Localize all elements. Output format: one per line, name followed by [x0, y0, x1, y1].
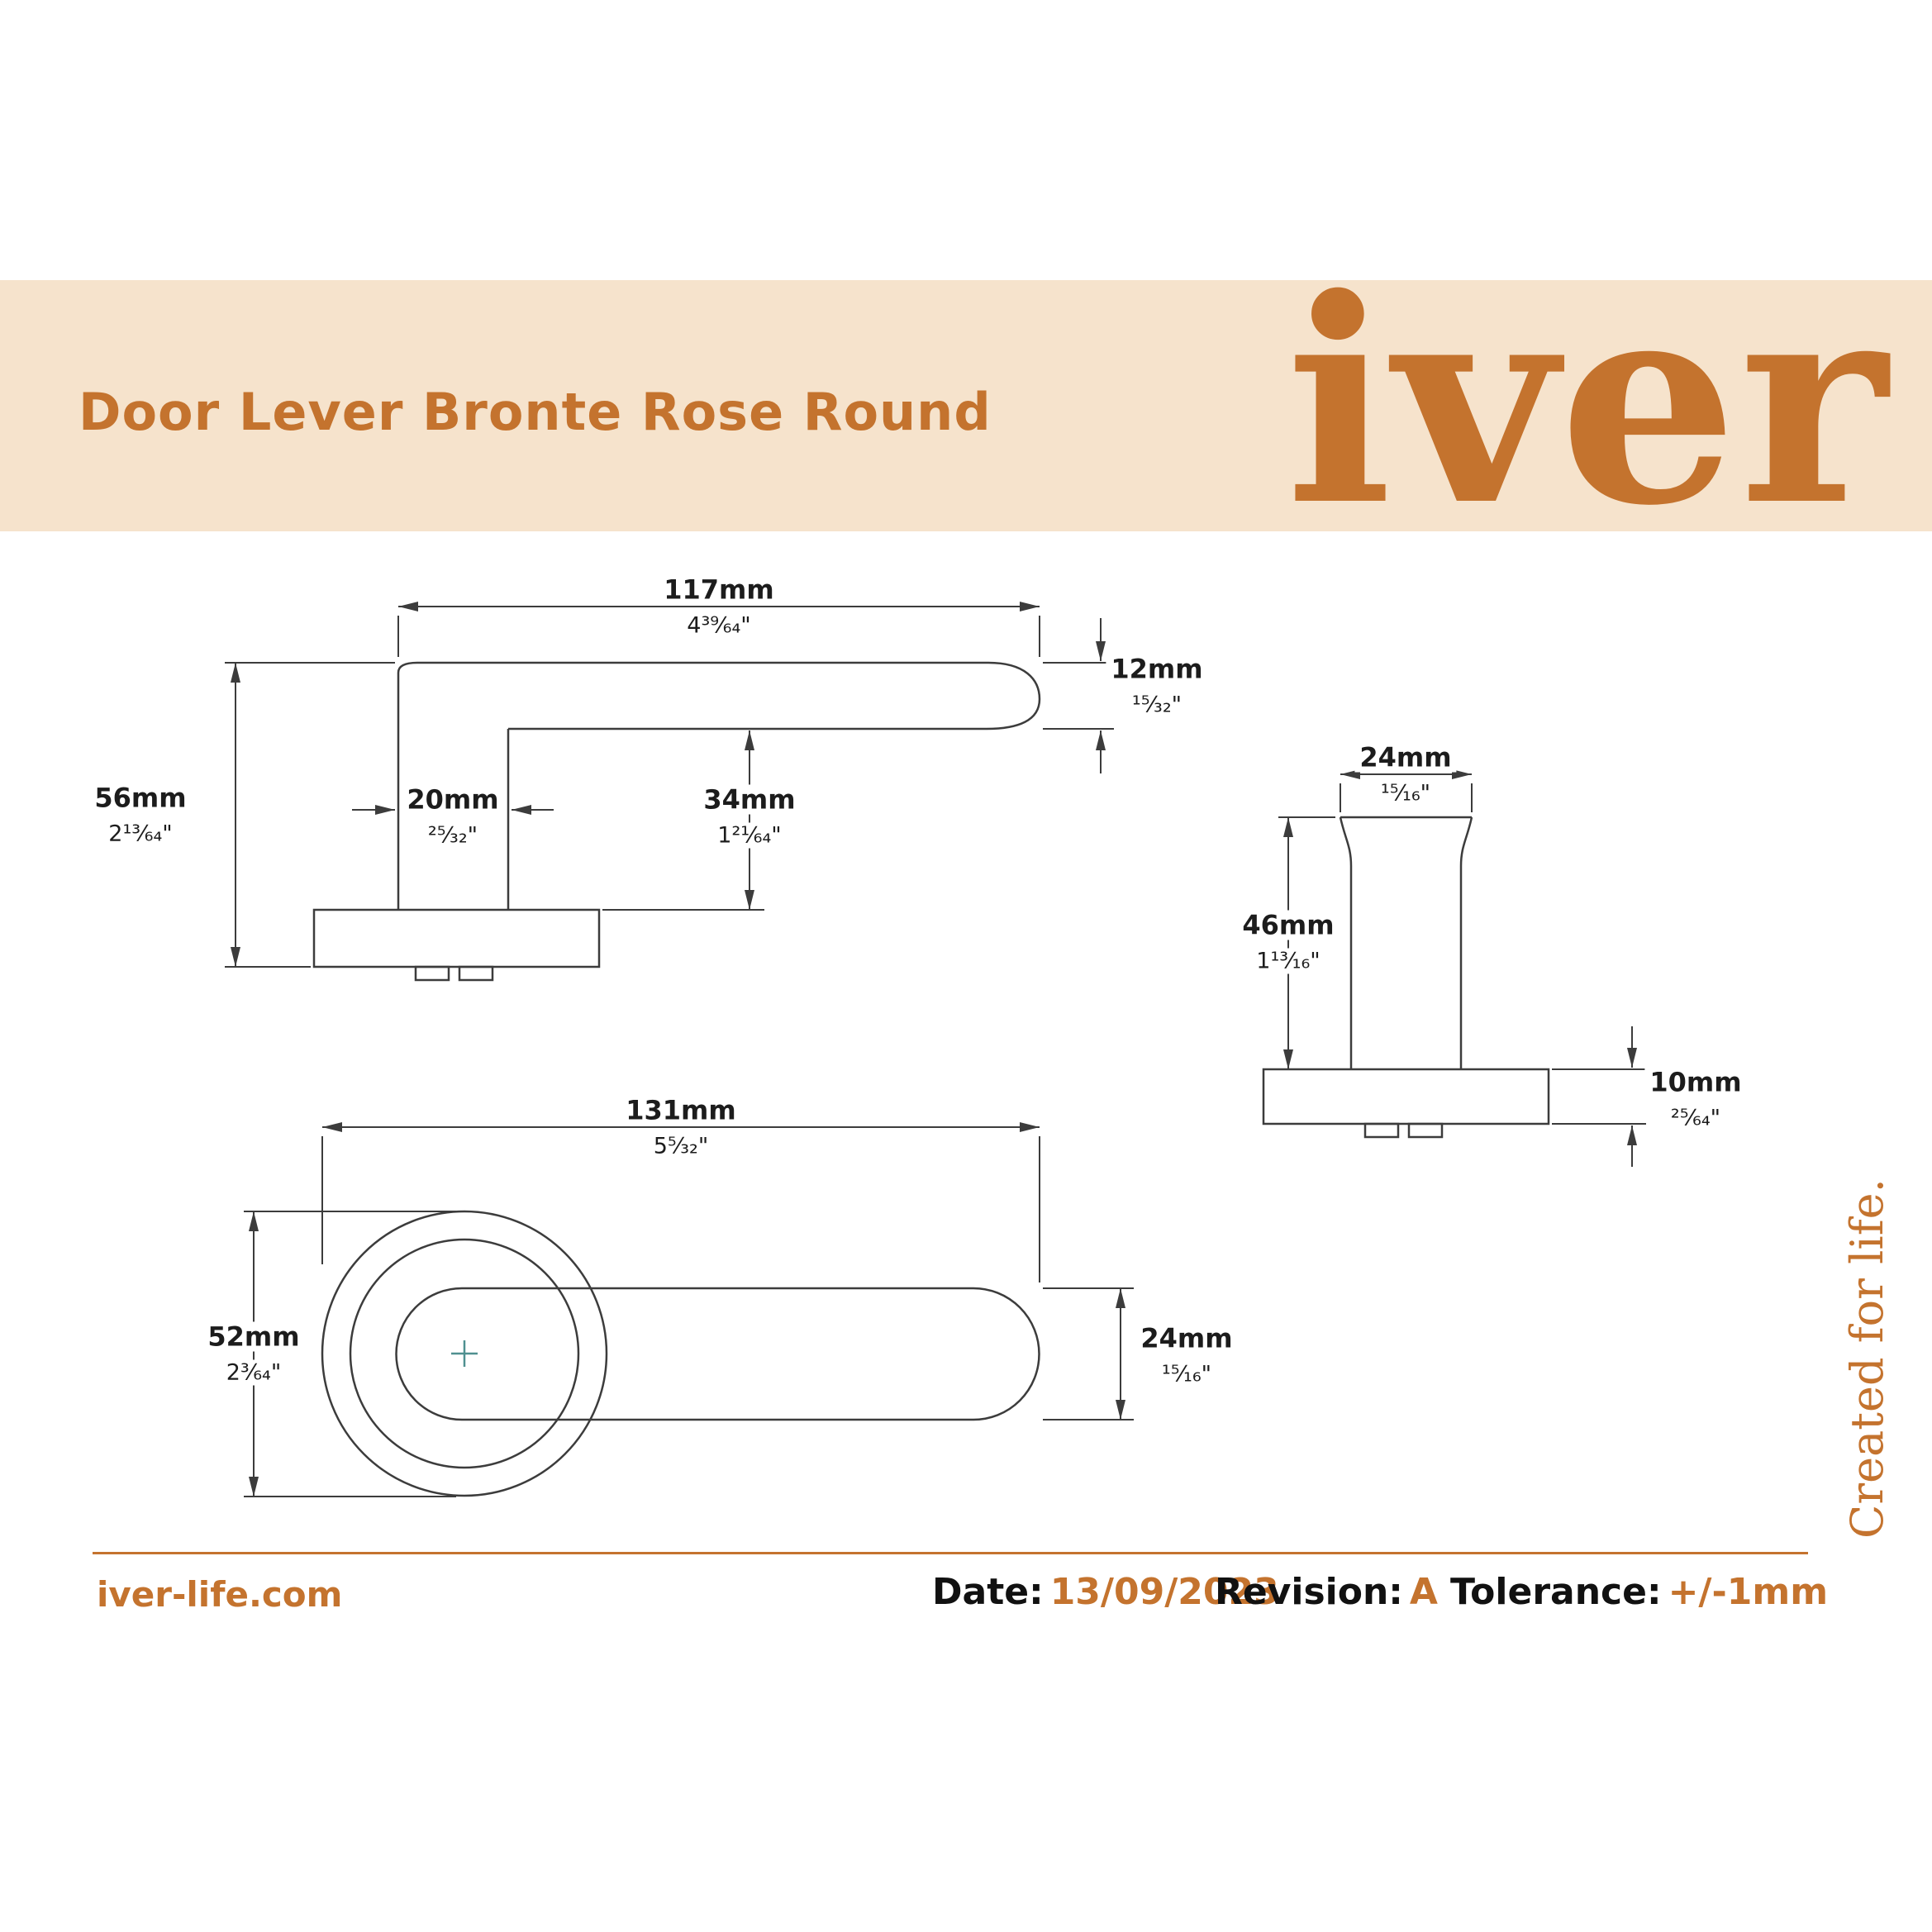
dim-mm: 56mm [89, 783, 192, 813]
dimension-lines [225, 602, 1646, 1497]
date-label: Date: [932, 1571, 1044, 1613]
dim-inch: ¹⁵⁄₃₂" [1126, 692, 1187, 718]
dim-overall-length-front: 131mm 5⁵⁄₃₂" [621, 1095, 741, 1159]
tolerance-value: +/-1mm [1668, 1571, 1829, 1613]
dim-lever-thickness: 12mm ¹⁵⁄₃₂" [1106, 654, 1208, 718]
website-text: iver-life.com [97, 1574, 343, 1615]
dim-inch: ¹⁵⁄₁₆" [1156, 1361, 1217, 1387]
dim-mm: 131mm [621, 1095, 741, 1125]
tolerance-label: Tolerance: [1450, 1571, 1662, 1613]
dim-mm: 24mm [1135, 1323, 1238, 1354]
dim-inch: 2¹³⁄₆₄" [103, 821, 178, 847]
dim-mm: 52mm [202, 1321, 305, 1352]
side-view-outline [312, 661, 1041, 982]
dim-stem-width: 20mm ²⁵⁄₃₂" [402, 784, 504, 849]
brand-logo: iver [1285, 238, 1889, 568]
dim-mm: 20mm [402, 784, 504, 815]
dim-inch: 5⁵⁄₃₂" [648, 1133, 714, 1159]
dim-mm: 117mm [659, 574, 779, 605]
dim-mm: 34mm [698, 784, 801, 815]
dim-lever-to-rose-height: 34mm 1²¹⁄₆₄" [698, 784, 801, 849]
header-banner [0, 280, 1932, 531]
dim-lever-length-side: 117mm 4³⁹⁄₆₄" [659, 574, 779, 639]
dim-inch: 4³⁹⁄₆₄" [682, 612, 756, 639]
revision-label: Revision: [1215, 1571, 1403, 1613]
dim-rose-thickness: 10mm ²⁵⁄₆₄" [1644, 1067, 1747, 1131]
page-title: Door Lever Bronte Rose Round [79, 382, 992, 442]
dim-stem-height: 46mm 1¹³⁄₁₆" [1237, 910, 1340, 974]
date-field: Date: 13/09/2023 [932, 1571, 1279, 1613]
dim-lever-end-width: 24mm ¹⁵⁄₁₆" [1354, 742, 1457, 807]
dim-inch: ²⁵⁄₃₂" [422, 822, 483, 849]
dim-mm: 10mm [1644, 1067, 1747, 1097]
dim-inch: ²⁵⁄₆₄" [1665, 1105, 1726, 1131]
tolerance-field: Tolerance: +/-1mm [1450, 1571, 1828, 1613]
dim-inch: 2³⁄₆₄" [221, 1359, 287, 1386]
dim-inch: 1¹³⁄₁₆" [1251, 948, 1325, 974]
dim-mm: 24mm [1354, 742, 1457, 773]
dim-overall-height-side: 56mm 2¹³⁄₆₄" [89, 783, 192, 847]
dim-inch: ¹⁵⁄₁₆" [1375, 780, 1436, 807]
dim-inch: 1²¹⁄₆₄" [712, 822, 787, 849]
dim-lever-width-front: 24mm ¹⁵⁄₁₆" [1135, 1323, 1238, 1387]
dim-mm: 46mm [1237, 910, 1340, 940]
dim-rose-diameter: 52mm 2³⁄₆₄" [202, 1321, 305, 1386]
front-view-outline [321, 1210, 1040, 1497]
end-view-outline [1262, 816, 1550, 1139]
revision-value: A [1409, 1571, 1438, 1613]
footer-divider [93, 1552, 1808, 1554]
revision-field: Revision: A [1215, 1571, 1438, 1613]
date-value: 13/09/2023 [1049, 1571, 1279, 1613]
center-crosshair-icon [451, 1340, 478, 1367]
dim-mm: 12mm [1106, 654, 1208, 684]
